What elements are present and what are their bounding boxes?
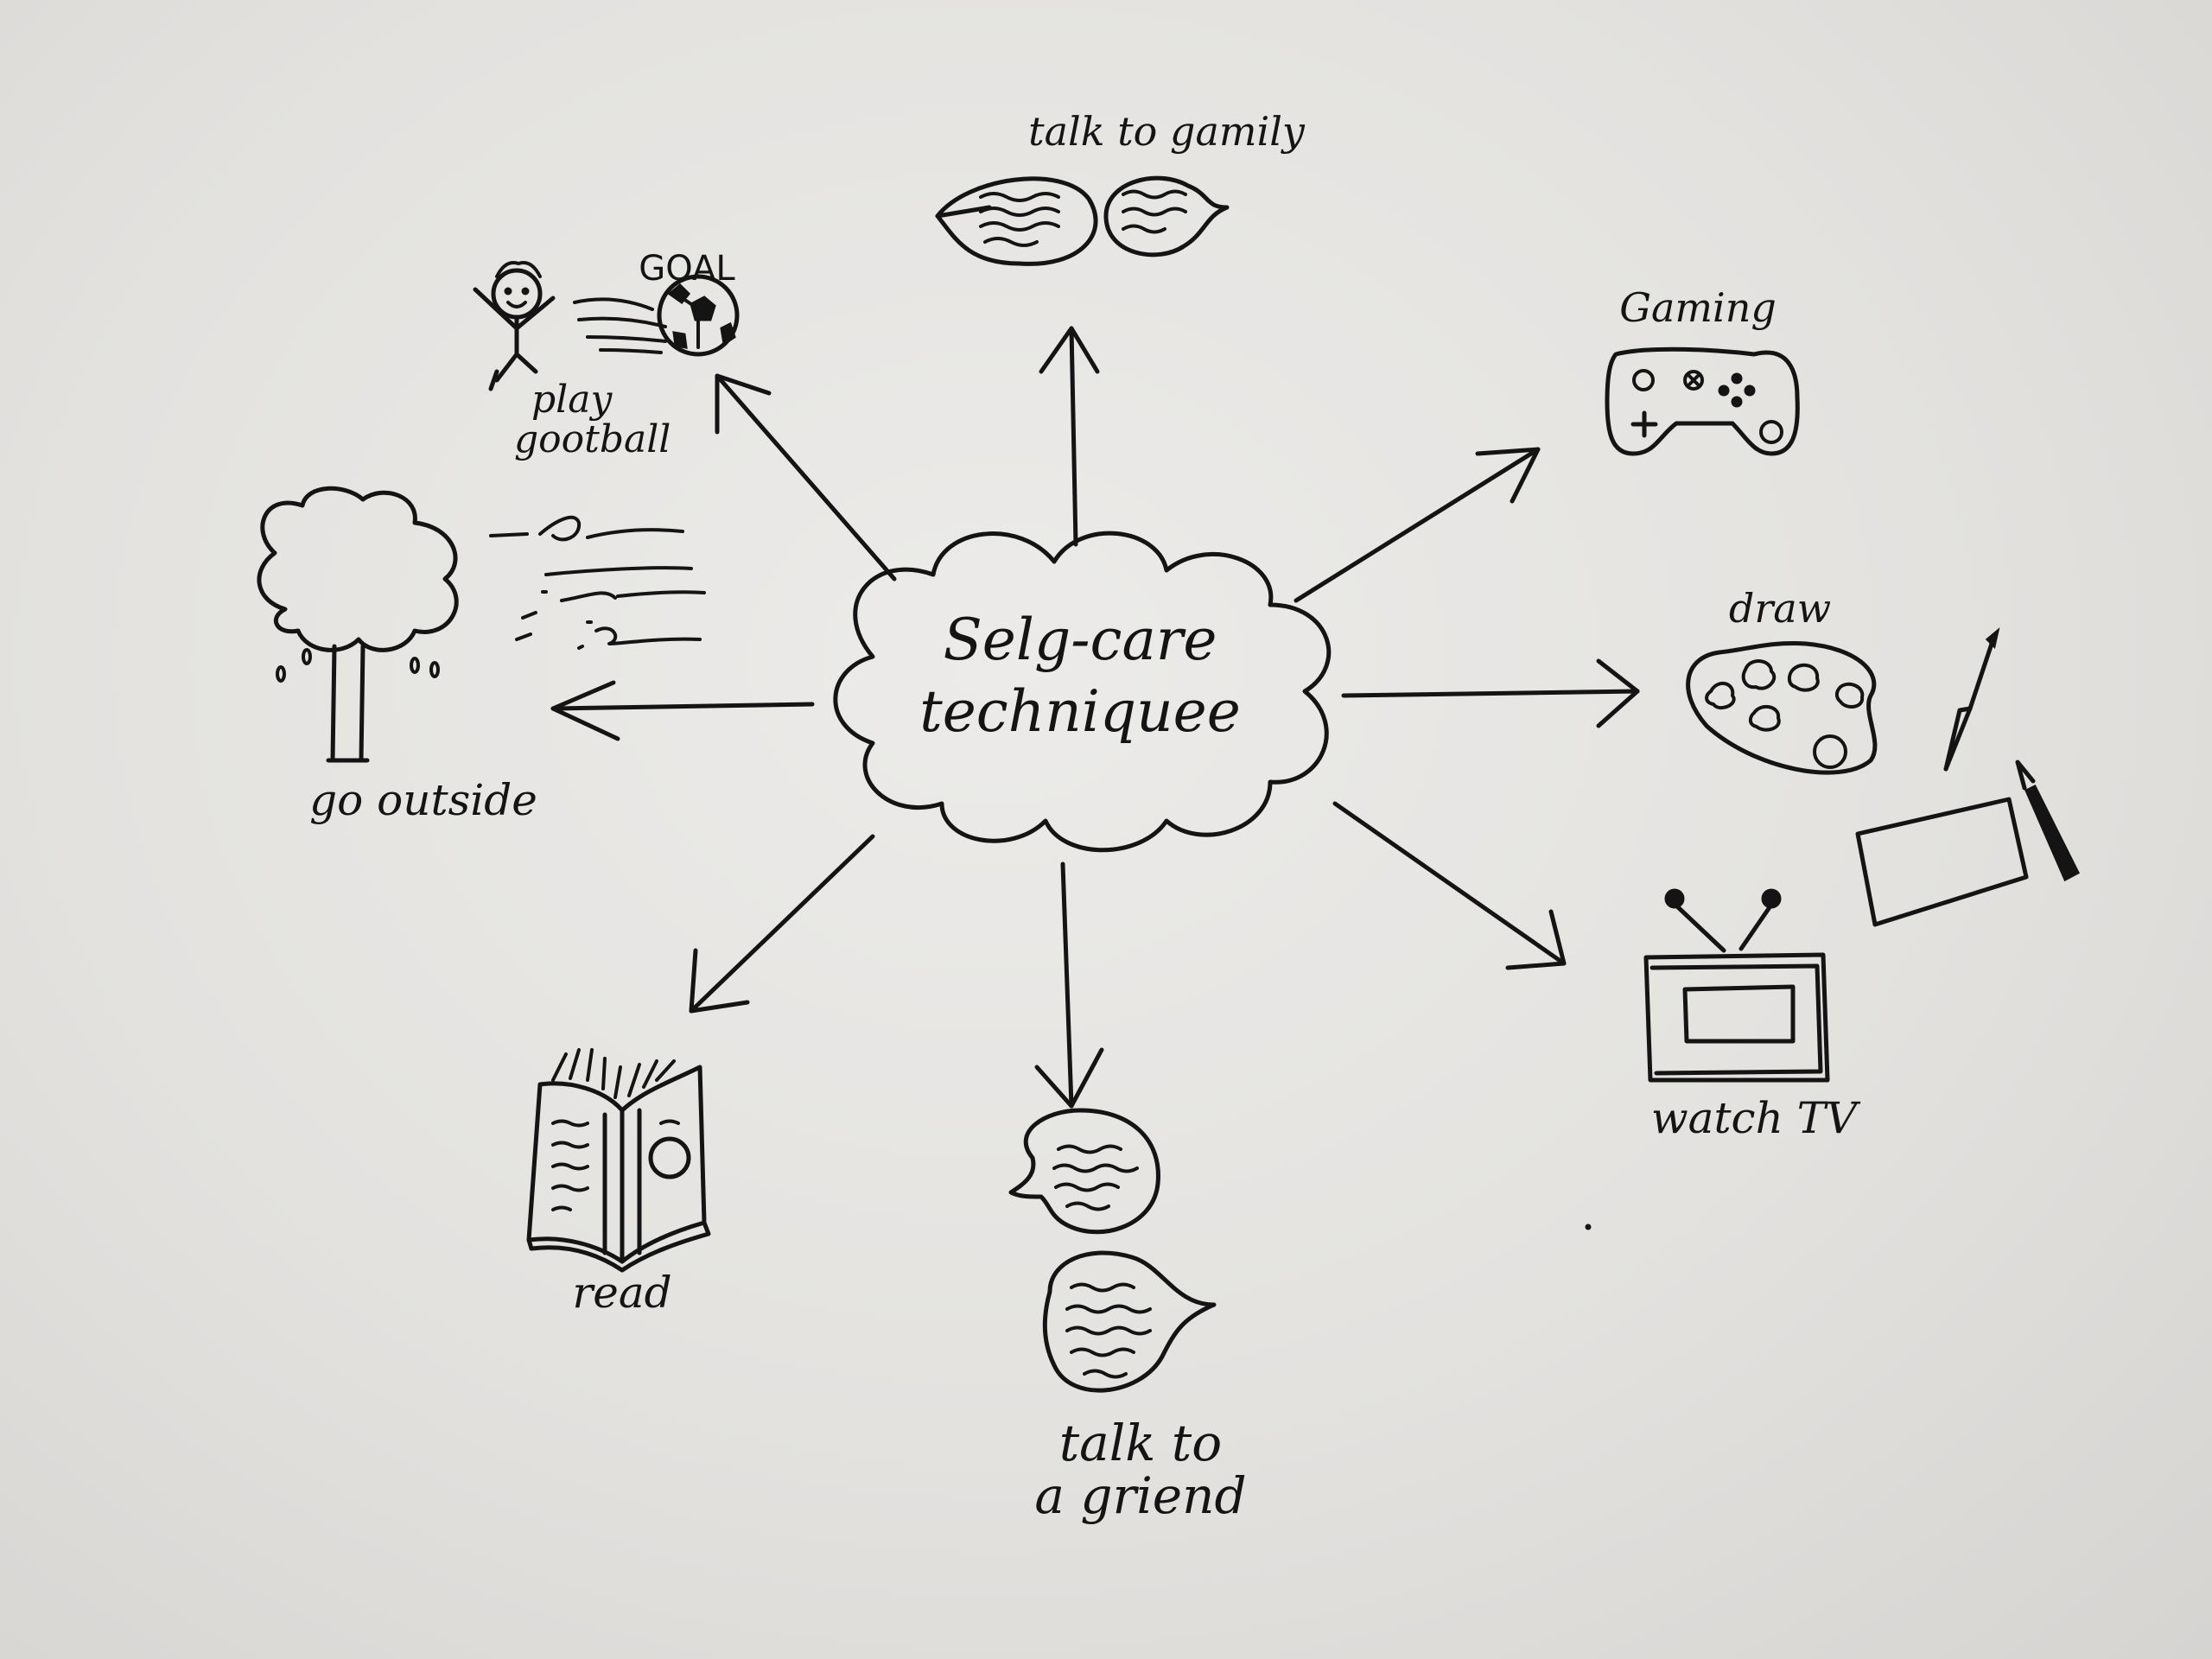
center-title: Selg-care techniquee: [855, 605, 1305, 747]
label-watch-tv: watch TV: [1650, 1093, 1858, 1143]
arrow-to-draw: [1341, 658, 1640, 728]
label-play-football: play gootball: [514, 378, 713, 462]
label-goal: GOAL: [639, 249, 735, 289]
pen-icon: [2015, 760, 2080, 882]
label-draw: draw: [1728, 585, 1832, 632]
arrow-to-go-outside: [550, 680, 815, 741]
label-talk-to-friend-line2: a griend: [1034, 1465, 1247, 1525]
family-speech-bubbles-icon: [935, 175, 1230, 266]
open-book-icon: [526, 1048, 711, 1273]
friend-speech-bubbles-icon: [1008, 1108, 1217, 1393]
arrow-to-watch-tv: [1332, 801, 1567, 970]
wind-lines-icon: [489, 515, 706, 650]
center-title-line1: Selg-care: [943, 607, 1217, 673]
television-icon: [1643, 888, 1830, 1083]
soccer-ball-icon: [657, 274, 740, 357]
label-talk-to-family: talk to gamily: [1028, 108, 1305, 155]
label-talk-to-friend: talk to a griend: [994, 1417, 1287, 1522]
center-cloud: [833, 531, 1332, 853]
label-play-football-line1: play: [531, 378, 613, 422]
pen-dot: [1585, 1224, 1592, 1230]
paint-brush-icon: [1943, 627, 2000, 772]
arrow-to-talk-to-family: [1039, 326, 1100, 547]
arrow-to-talk-to-friend: [1034, 861, 1104, 1109]
stick-figure-icon: [473, 261, 556, 391]
label-go-outside: go outside: [309, 775, 537, 825]
game-controller-icon: [1605, 346, 1800, 456]
arrow-to-gaming: [1294, 447, 1541, 603]
label-play-football-line2: gootball: [514, 417, 671, 462]
motion-lines-icon: [573, 297, 667, 354]
center-title-line2: techniquee: [919, 677, 1241, 745]
arrow-to-read: [689, 834, 875, 1014]
drawing-tablet-icon: [1855, 797, 2029, 927]
label-read: read: [572, 1268, 672, 1318]
label-talk-to-friend-line1: talk to: [1058, 1414, 1223, 1472]
arrow-to-play-football: [715, 373, 897, 582]
raindrops-icon: [276, 648, 440, 683]
label-gaming: Gaming: [1619, 284, 1777, 331]
tree-icon: [257, 486, 459, 763]
paint-palette-icon: [1686, 640, 1878, 775]
